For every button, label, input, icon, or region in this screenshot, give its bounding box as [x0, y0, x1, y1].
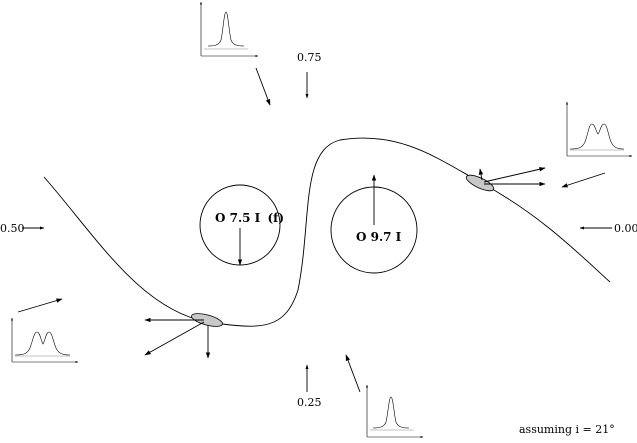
emission-region-right — [465, 174, 495, 192]
view-arrow-left-diagonal — [17, 298, 63, 313]
phase-label-050: 0.50 — [0, 222, 25, 235]
profile-inset-bottom — [365, 384, 424, 439]
primary-star-type: O 7.5 I — [215, 211, 261, 225]
phase-label-000: 0.00 — [614, 222, 637, 235]
right-region-arrow-north — [478, 168, 484, 181]
primary-star-label: O 7.5 I (f) — [215, 211, 284, 225]
profile-inset-top — [199, 1, 259, 58]
shock-cone-curve — [43, 137, 611, 327]
primary-star-flag: (f) — [268, 211, 285, 225]
inclination-note: assuming i = 21° — [519, 423, 615, 436]
phase-label-075: 0.75 — [297, 51, 322, 64]
view-arrow-bottom-diagonal — [345, 354, 361, 393]
view-arrow-right-diagonal — [561, 172, 606, 188]
emission-region-left — [191, 313, 223, 327]
phase-label-025: 0.25 — [297, 396, 322, 409]
profile-inset-right — [565, 101, 633, 158]
secondary-star-label: O 9.7 I — [356, 230, 402, 244]
right-region-arrow-northeast — [483, 167, 546, 183]
left-region-arrow-southwest — [144, 321, 205, 356]
profile-inset-left — [10, 317, 79, 364]
view-arrow-top-diagonal — [255, 67, 271, 106]
